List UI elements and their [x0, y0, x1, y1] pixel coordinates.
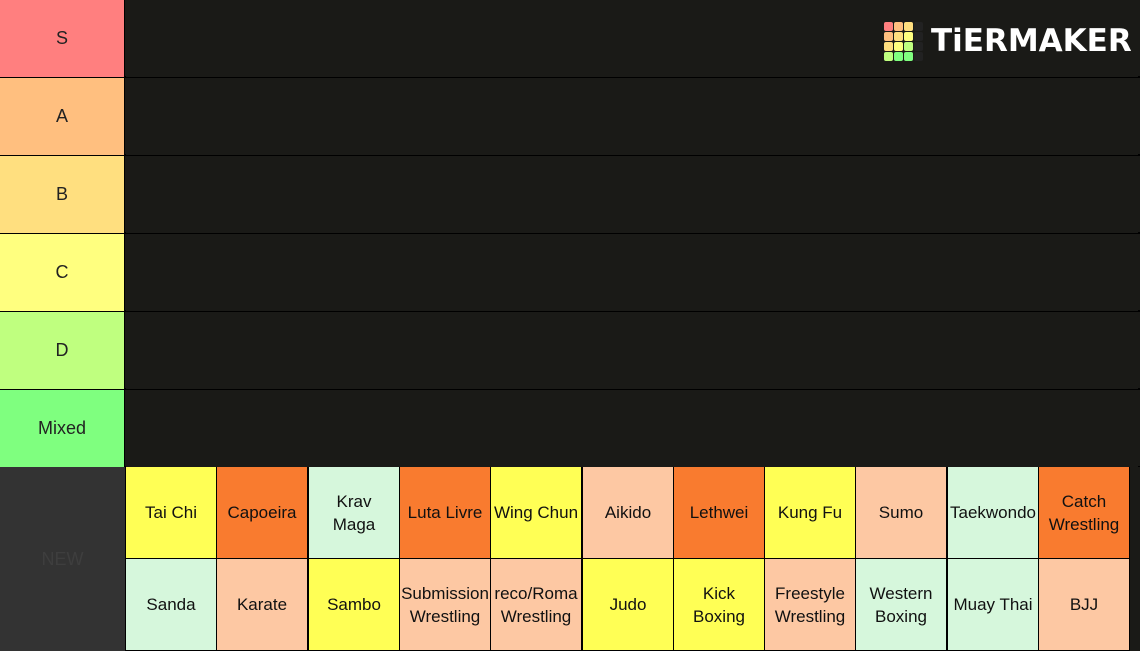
- logo-text: TiERMAKER: [931, 22, 1132, 59]
- tier-row-d: D: [0, 312, 1140, 389]
- item-tile[interactable]: reco/Roma Wrestling: [491, 559, 581, 650]
- logo-grid-icon: [884, 21, 923, 61]
- logo-grid-cell: [884, 41, 893, 51]
- tier-label[interactable]: C: [0, 234, 125, 311]
- tier-row-a: A: [0, 78, 1140, 155]
- tier-drop-zone[interactable]: [126, 78, 1138, 155]
- item-tile[interactable]: Kick Boxing: [674, 559, 764, 650]
- logo-grid-cell: [904, 41, 913, 51]
- item-tile[interactable]: Muay Thai: [948, 559, 1038, 650]
- tier-row-s: S: [0, 0, 1140, 77]
- item-tile[interactable]: Wing Chun: [491, 467, 581, 558]
- tier-label[interactable]: S: [0, 0, 125, 77]
- item-tile[interactable]: Luta Livre: [400, 467, 490, 558]
- tier-drop-zone[interactable]: [126, 156, 1138, 233]
- tier-row-mixed: Mixed: [0, 390, 1140, 467]
- item-tile[interactable]: BJJ: [1039, 559, 1129, 650]
- item-tile[interactable]: Kung Fu: [765, 467, 855, 558]
- item-tile[interactable]: Taekwondo: [948, 467, 1038, 558]
- logo-grid-cell: [894, 31, 903, 41]
- item-tile[interactable]: Lethwei: [674, 467, 764, 558]
- tiermaker-logo[interactable]: TiERMAKER: [884, 20, 1132, 62]
- item-tile[interactable]: Krav Maga: [309, 467, 399, 558]
- item-tile[interactable]: Western Boxing: [856, 559, 946, 650]
- logo-grid-cell: [914, 51, 923, 61]
- item-tile[interactable]: Tai Chi: [126, 467, 216, 558]
- item-tile[interactable]: Sanda: [126, 559, 216, 650]
- new-items-label: NEW: [0, 467, 125, 651]
- logo-grid-cell: [904, 51, 913, 61]
- logo-grid-cell: [894, 51, 903, 61]
- item-tile[interactable]: Sambo: [309, 559, 399, 650]
- logo-grid-cell: [904, 31, 913, 41]
- tier-label[interactable]: B: [0, 156, 125, 233]
- logo-grid-cell: [914, 41, 923, 51]
- tier-drop-zone[interactable]: [126, 0, 1138, 77]
- logo-grid-cell: [914, 21, 923, 31]
- logo-grid-cell: [884, 51, 893, 61]
- logo-grid-cell: [894, 41, 903, 51]
- item-tile[interactable]: Submission Wrestling: [400, 559, 490, 650]
- item-tile[interactable]: Freestyle Wrestling: [765, 559, 855, 650]
- tier-drop-zone[interactable]: [126, 312, 1138, 389]
- item-tile[interactable]: Karate: [217, 559, 307, 650]
- pool-scrollbar[interactable]: [1130, 467, 1140, 651]
- logo-grid-cell: [894, 21, 903, 31]
- item-tile[interactable]: Sumo: [856, 467, 946, 558]
- tier-row-b: B: [0, 156, 1140, 233]
- logo-grid-cell: [884, 21, 893, 31]
- tier-label[interactable]: A: [0, 78, 125, 155]
- tier-row-c: C: [0, 234, 1140, 311]
- tier-drop-zone[interactable]: [126, 234, 1138, 311]
- logo-grid-cell: [904, 21, 913, 31]
- item-tile[interactable]: Aikido: [583, 467, 673, 558]
- item-tile[interactable]: Catch Wrestling: [1039, 467, 1129, 558]
- logo-grid-cell: [914, 31, 923, 41]
- logo-grid-cell: [884, 31, 893, 41]
- tier-label[interactable]: D: [0, 312, 125, 389]
- tier-label[interactable]: Mixed: [0, 390, 125, 467]
- item-tile[interactable]: Capoeira: [217, 467, 307, 558]
- tier-drop-zone[interactable]: [126, 390, 1138, 467]
- item-tile[interactable]: Judo: [583, 559, 673, 650]
